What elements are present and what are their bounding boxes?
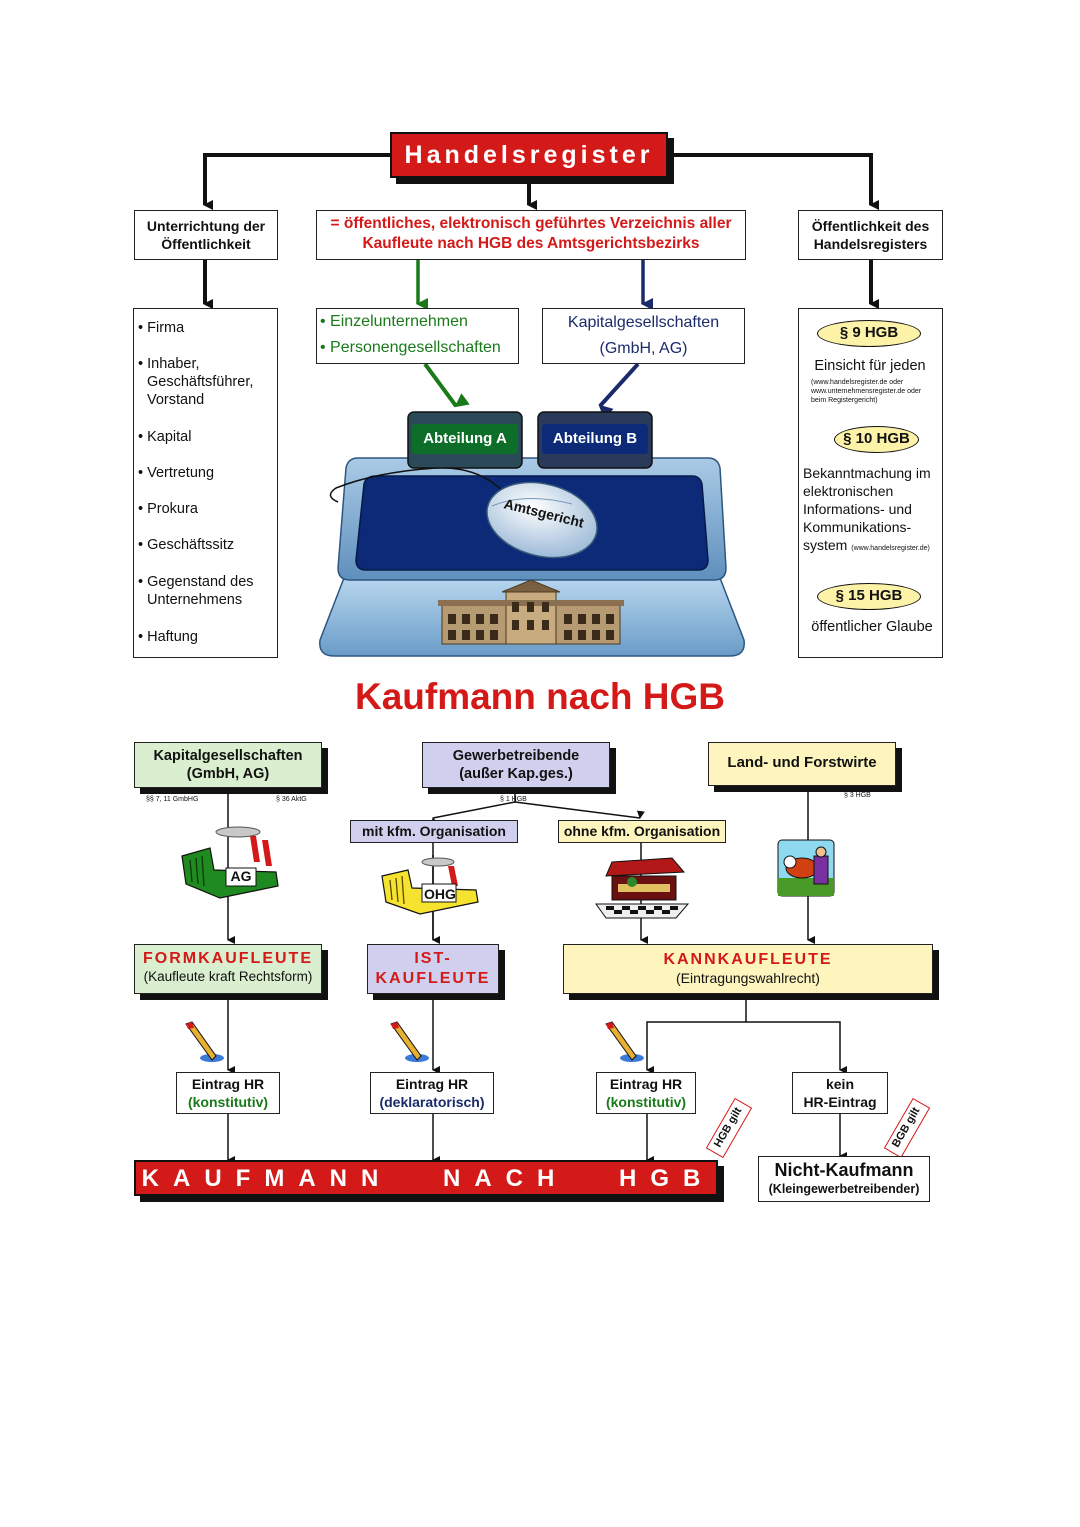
list-item: • Inhaber, Geschäftsführer, Vorstand: [138, 356, 254, 408]
list-item: • Haftung: [138, 629, 198, 645]
eintrag-konstitutiv-kann: Eintrag HR (konstitutiv): [596, 1072, 696, 1114]
ref-3hgb: § 3 HGB: [844, 792, 871, 799]
list-item: • Geschäftssitz: [138, 537, 235, 553]
ag-label: AG: [230, 868, 252, 884]
ref-1hgb: § 1 HGB: [500, 796, 527, 803]
list-item: • Firma: [138, 320, 185, 336]
pen-icon: [605, 1021, 644, 1062]
farmer-cow-icon: [777, 839, 835, 897]
pen-icon: [390, 1021, 429, 1062]
ref-gmbhg: §§ 7, 11 GmbHG: [146, 796, 199, 803]
kaufmann-nach-hgb-bar: KAUFMANN NACH HGB: [134, 1160, 718, 1196]
kannkaufleute-box: KANNKAUFLEUTE (Eintragungswahlrecht): [563, 944, 933, 994]
left-purpose-box: Unterrichtung der Öffentlichkeit: [134, 210, 278, 260]
paragraph-15-badge: § 15 HGB: [817, 583, 921, 610]
paragraph-10-text: Bekanntmachung im elektronischen Informa…: [803, 465, 931, 553]
market-stall-icon: [595, 857, 690, 919]
paragraph-9-text: Einsicht für jeden: [814, 358, 926, 374]
definition-box: = öffentliches, elektronisch geführtes V…: [316, 210, 746, 260]
list-item: • Gegenstand des Unternehmens: [138, 574, 254, 608]
istkaufleute-box: IST- KAUFLEUTE: [367, 944, 499, 994]
department-b-types-box: Kapitalgesellschaften (GmbH, AG): [542, 308, 745, 364]
mit-organisation-label: mit kfm. Organisation: [350, 820, 518, 843]
ohne-organisation-label: ohne kfm. Organisation: [558, 820, 726, 843]
handelsregister-title: Handelsregister: [390, 132, 668, 178]
formkaufleute-box: FORMKAUFLEUTE (Kaufleute kraft Rechtsfor…: [134, 944, 322, 994]
paragraph-10-badge: § 10 HGB: [834, 426, 919, 453]
ref-aktg: § 36 AktG: [276, 796, 307, 803]
kapitalgesellschaften-box: Kapitalgesellschaften (GmbH, AG): [134, 742, 322, 788]
list-item: • Einzelunternehmen: [320, 313, 468, 330]
eintrag-konstitutiv-form: Eintrag HR (konstitutiv): [176, 1072, 280, 1114]
amtsgericht-illustration: [319, 411, 745, 657]
list-item: • Prokura: [138, 501, 198, 517]
paragraph-15-text: öffentlicher Glaube: [811, 619, 933, 635]
ag-factory-icon: [181, 826, 279, 899]
list-item: • Personengesellschaften: [320, 339, 501, 356]
ohg-label: OHG: [424, 886, 456, 902]
gewerbetreibende-box: Gewerbetreibende (außer Kap.ges.): [422, 742, 610, 788]
department-b-label: Abteilung B: [552, 430, 638, 447]
department-a-types-box: • Einzelunternehmen • Personengesellscha…: [316, 308, 519, 364]
right-publicity-box: Öffentlichkeit des Handelsregisters: [798, 210, 943, 260]
paragraph-9-badge: § 9 HGB: [817, 320, 921, 347]
ohg-factory-icon: [381, 857, 479, 915]
paragraph-9-note: (www.handelsregister.de oder www.unterne…: [811, 379, 922, 404]
list-item: • Kapital: [138, 429, 192, 445]
pen-icon: [185, 1021, 224, 1062]
kaufmann-title: Kaufmann nach HGB: [354, 676, 726, 717]
eintrag-deklaratorisch: Eintrag HR (deklaratorisch): [370, 1072, 494, 1114]
publicity-details-box: § 9 HGB Einsicht für jeden (www.handelsr…: [798, 308, 943, 658]
register-contents-list: • Firma • Inhaber, Geschäftsführer, Vors…: [133, 308, 278, 658]
department-a-label: Abteilung A: [423, 430, 507, 447]
kein-eintrag-box: kein HR-Eintrag: [792, 1072, 888, 1114]
land-forstwirte-box: Land- und Forstwirte: [708, 742, 896, 786]
nicht-kaufmann-box: Nicht-Kaufmann (Kleingewerbetreibender): [758, 1156, 930, 1202]
list-item: • Vertretung: [138, 465, 215, 481]
